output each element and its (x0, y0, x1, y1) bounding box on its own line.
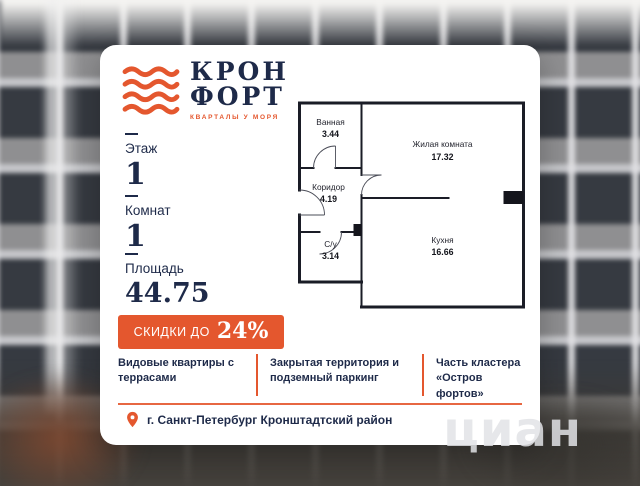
brand-logo: КРОН ФОРТ КВАРТАЛЫ У МОРЯ (122, 57, 289, 121)
room-name-kitchen: Кухня (431, 235, 453, 245)
room-area-wc: 3.14 (322, 251, 339, 261)
dash-decor (125, 133, 138, 135)
address-row: г. Санкт-Петербург Кронштадтский район (126, 411, 392, 428)
address-separator (118, 403, 522, 405)
area-value: 44.75 (125, 278, 210, 309)
brand-name-line1: КРОН (190, 57, 289, 86)
building-corner-highlight (46, 0, 80, 414)
dash-decor (125, 253, 138, 255)
waves-logo-icon (122, 66, 180, 115)
room-name-bathroom: Ванная (316, 117, 344, 127)
discount-value: 24% (216, 318, 269, 344)
floor-value: 1 (125, 157, 146, 192)
room-area-living: 17.32 (431, 152, 453, 162)
vent-shaft (353, 224, 362, 236)
room-name-wc: С/у (324, 239, 337, 249)
sky (0, 0, 640, 46)
brand-tagline: КВАРТАЛЫ У МОРЯ (190, 114, 280, 121)
spec-area: Площадь 44.75 (125, 253, 210, 307)
rooms-value: 1 (125, 219, 146, 254)
rooms-label: Комнат (125, 203, 171, 218)
brand-name-line2: ФОРТ (190, 81, 285, 111)
area-label: Площадь (125, 261, 184, 276)
spec-floor: Этаж 1 (125, 133, 157, 190)
floor-plan: Ванная 3.44 Жилая комната 17.32 Коридор … (282, 95, 530, 317)
features-row: Видовые квартиры с террасами Закрытая те… (118, 353, 524, 400)
discount-prefix: СКИДКИ ДО (133, 325, 210, 339)
feature-terraces: Видовые квартиры с террасами (118, 357, 234, 385)
dash-decor (125, 195, 138, 197)
address-text: г. Санкт-Петербург Кронштадтский район (147, 412, 393, 427)
room-area-kitchen: 16.66 (431, 247, 453, 257)
room-name-corridor: Коридор (312, 182, 345, 192)
wall-pier (503, 191, 524, 204)
discount-banner: СКИДКИ ДО 24% (118, 315, 284, 349)
floor-label: Этаж (125, 141, 158, 156)
room-name-living: Жилая комната (413, 139, 473, 149)
cian-watermark: циан (443, 402, 582, 458)
feature-territory: Закрытая территория и подземный паркинг (270, 357, 399, 385)
apartment-card: КРОН ФОРТ КВАРТАЛЫ У МОРЯ Этаж 1 Комнат … (100, 45, 540, 445)
feature-cluster: Часть кластера «Остров фортов» (436, 357, 521, 400)
room-area-corridor: 4.19 (320, 194, 337, 204)
feature-divider (422, 354, 424, 396)
room-area-bathroom: 3.44 (322, 129, 339, 139)
brand-name: КРОН ФОРТ КВАРТАЛЫ У МОРЯ (190, 57, 289, 121)
feature-divider (256, 354, 258, 396)
map-pin-icon (127, 411, 138, 428)
spec-rooms: Комнат 1 (125, 195, 171, 252)
